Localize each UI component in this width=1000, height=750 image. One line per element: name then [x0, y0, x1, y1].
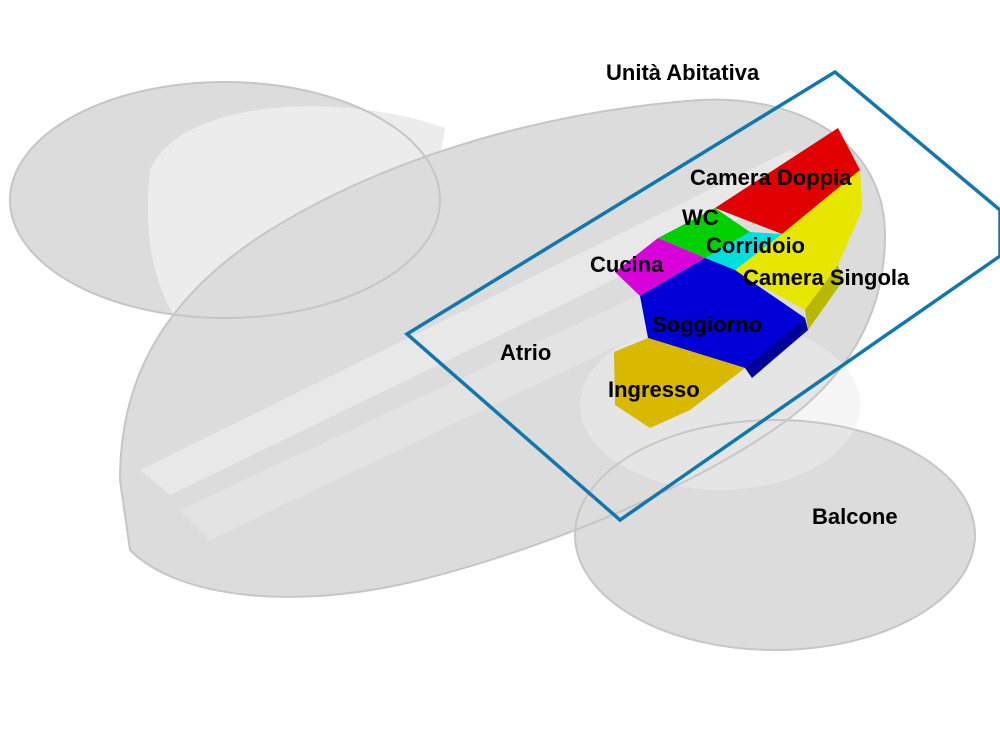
room-camera-doppia — [715, 128, 860, 234]
label-cucina: Cucina — [590, 252, 664, 277]
label-camera-doppia: Camera Doppia — [690, 165, 852, 190]
unit-boundary-outline — [404, 69, 1000, 523]
room-camera-singola-side — [805, 265, 842, 330]
room-ingresso — [614, 338, 745, 428]
room-wc — [658, 208, 750, 258]
room-soggiorno-side — [745, 318, 808, 378]
rooms — [614, 128, 862, 428]
building-left-lobe-outline — [9, 81, 441, 319]
unit-title: Unità Abitativa — [606, 60, 760, 85]
building-band-upper — [140, 150, 830, 495]
label-corridoio: Corridoio — [706, 233, 805, 258]
building-main-outline — [118, 98, 887, 598]
label-camera-singola: Camera Singola — [743, 265, 910, 290]
room-soggiorno — [640, 258, 805, 368]
label-ingresso: Ingresso — [608, 377, 700, 402]
label-atrio: Atrio — [500, 340, 551, 365]
room-cucina — [615, 238, 705, 296]
label-soggiorno: Soggiorno — [652, 312, 762, 337]
label-wc: WC — [682, 205, 719, 230]
room-corridoio — [705, 232, 782, 270]
room-camera-singola — [732, 170, 862, 310]
label-balcone: Balcone — [812, 504, 898, 529]
building-balcony-outline — [574, 419, 976, 651]
